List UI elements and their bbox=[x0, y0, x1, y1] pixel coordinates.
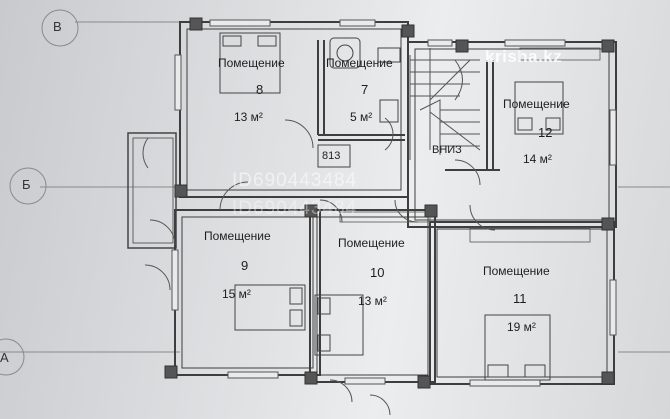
room-9-area: 15 м² bbox=[222, 287, 251, 301]
furniture-beds bbox=[219, 32, 564, 381]
doors bbox=[142, 117, 496, 416]
room-11-label: Помещение bbox=[483, 264, 550, 278]
axis-label-a: А bbox=[0, 350, 9, 365]
room-11-area: 19 м² bbox=[507, 320, 536, 334]
room-9-label: Помещение bbox=[204, 229, 271, 243]
room-10-area: 13 м² bbox=[358, 294, 387, 308]
axis-label-b: Б bbox=[22, 177, 31, 192]
balcony bbox=[127, 132, 177, 249]
wardrobes bbox=[339, 47, 601, 243]
columns bbox=[164, 17, 615, 389]
windows bbox=[171, 19, 617, 387]
axis-bubble-v bbox=[41, 9, 79, 47]
room-10-label: Помещение bbox=[338, 236, 405, 250]
room-12-number: 12 bbox=[538, 125, 553, 140]
watermark-site: krisha.kz bbox=[485, 47, 563, 66]
watermark-id-1: ID690443484 bbox=[232, 170, 358, 191]
axis-bubble-b bbox=[9, 167, 47, 205]
stair-down-label: ВНИЗ bbox=[432, 144, 462, 156]
axis-label-v: В bbox=[53, 19, 62, 34]
room-11-number: 11 bbox=[513, 291, 527, 306]
interior-walls bbox=[317, 40, 500, 171]
room-8-label: Помещение bbox=[218, 56, 285, 70]
room-8-area: 13 м² bbox=[234, 110, 263, 124]
room-8-number: 8 bbox=[256, 82, 264, 97]
corridor-label: 813 bbox=[322, 150, 341, 162]
room-7-number: 7 bbox=[361, 82, 369, 97]
room-12-label: Помещение bbox=[503, 97, 570, 111]
axis-bubble-a bbox=[0, 338, 25, 376]
watermark-id-2: ID690443484 bbox=[232, 198, 358, 219]
staircase bbox=[409, 48, 481, 160]
bathroom-fixtures bbox=[329, 37, 401, 123]
room-7-label: Помещение bbox=[326, 56, 393, 70]
room-9-number: 9 bbox=[241, 258, 249, 273]
room-12-area: 14 м² bbox=[523, 152, 552, 166]
room-10-number: 10 bbox=[370, 265, 385, 280]
room-7-area: 5 м² bbox=[350, 110, 373, 124]
